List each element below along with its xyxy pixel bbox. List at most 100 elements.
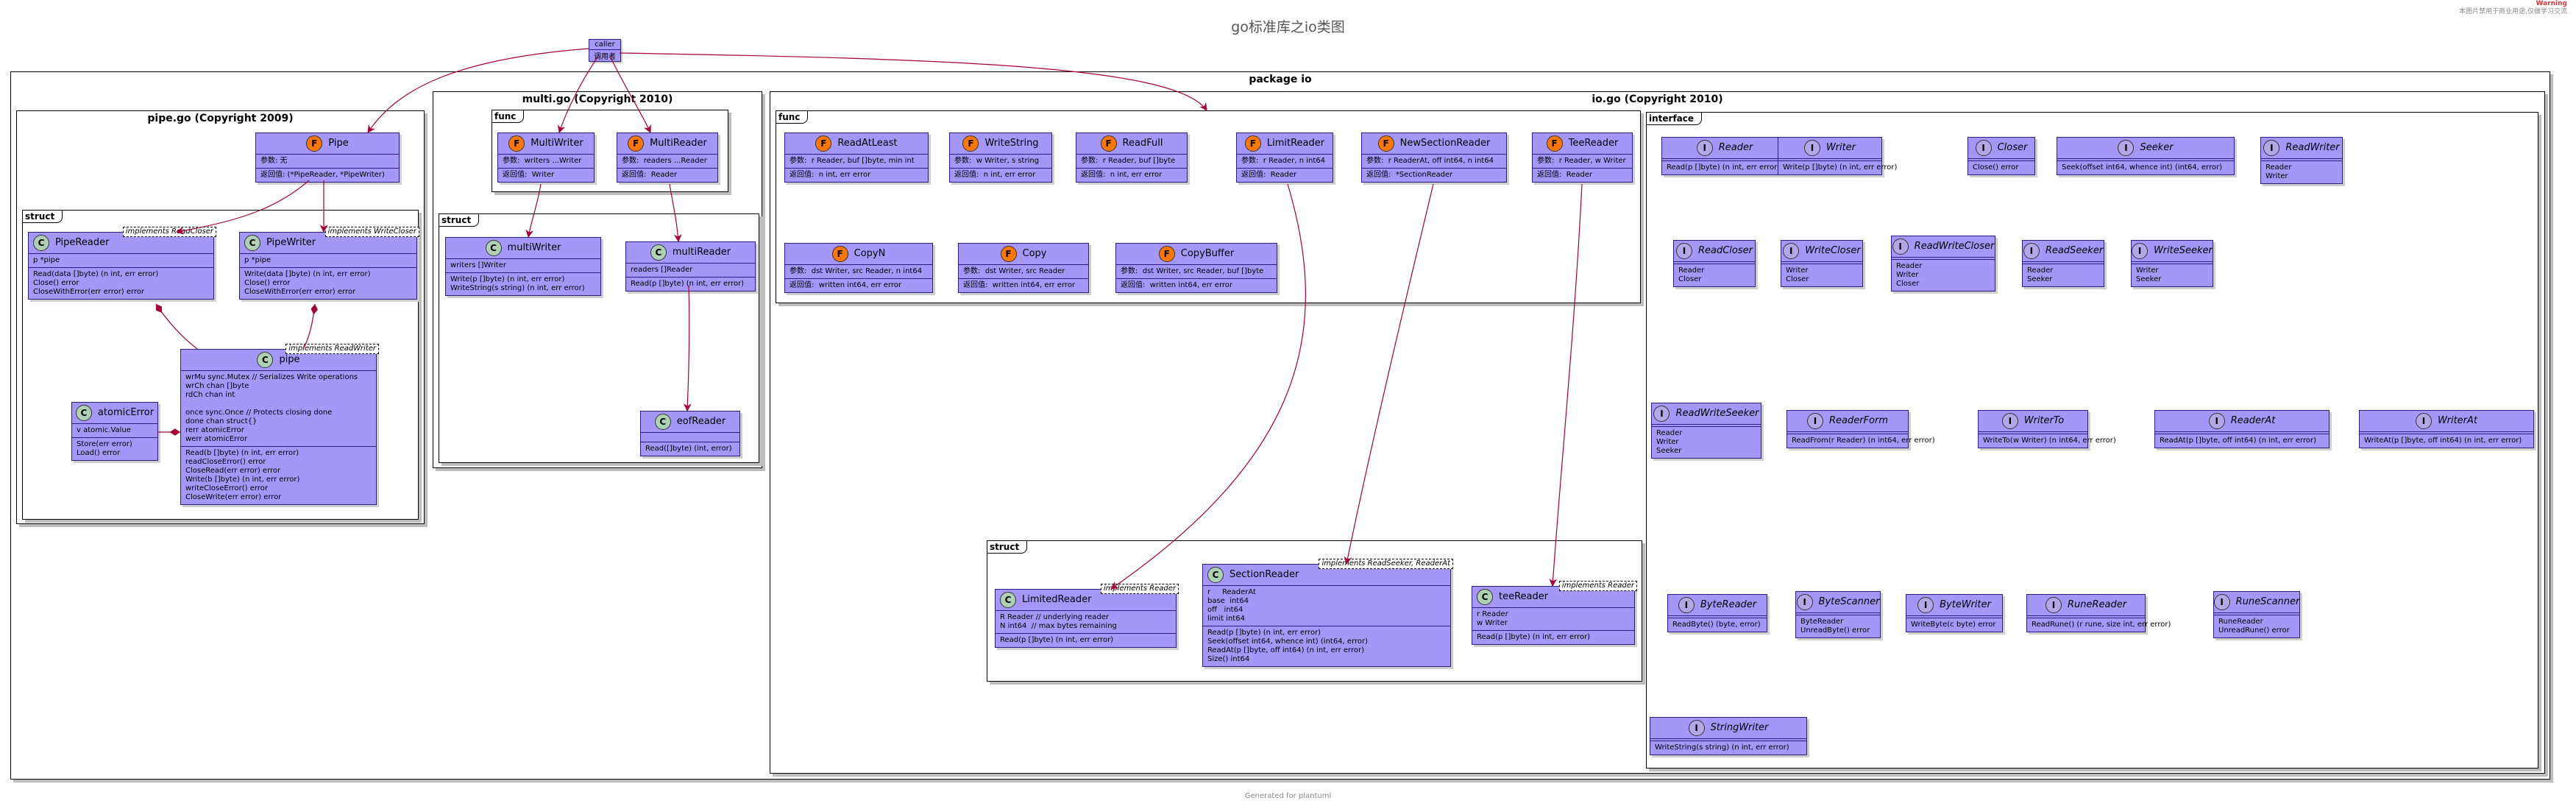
function-params: 参数: w Writer, s string	[950, 155, 1051, 169]
function-name: NewSectionReader	[1399, 138, 1491, 149]
interface-body: RuneReader UnreadRune() error	[2214, 615, 2299, 637]
interface-icon: I	[1678, 597, 1695, 613]
class-icon: C	[485, 240, 502, 256]
link-pipewriter-pipe	[302, 303, 318, 350]
function-icon: F	[1377, 135, 1394, 152]
function-name: MultiWriter	[531, 138, 583, 149]
interface-icon: I	[1975, 140, 1992, 156]
class-fields: wrMu sync.Mutex // Serializes Write oper…	[185, 373, 358, 399]
newsectionreader-function: F NewSectionReader 参数: r ReaderAt, off in…	[1361, 133, 1507, 183]
class-fields: r Reader w Writer	[1472, 608, 1634, 631]
function-params: 参数: r ReaderAt, off int64, n int64	[1362, 155, 1506, 169]
function-return: 返回值: Writer	[503, 171, 555, 179]
function-name: CopyN	[854, 248, 886, 259]
link-caller-iogo	[619, 52, 1207, 111]
function-icon: F	[306, 135, 323, 152]
function-return: 返回值: (*PipeReader, *PipeWriter)	[260, 171, 385, 179]
interface-body: Reader Writer	[2261, 160, 2342, 183]
class-name: eofReader	[676, 416, 726, 427]
interface-name: ReadWriter	[2285, 142, 2340, 153]
implements-label: implements Reader	[1558, 581, 1637, 591]
interface-name: Closer	[1997, 142, 2028, 153]
class-methods: Read(p []byte) (n int, err error) Seek(o…	[1207, 629, 1369, 663]
interface-icon: I	[1653, 406, 1670, 422]
class-methods: Read(b []byte) (n int, err error) readCl…	[185, 449, 300, 501]
class-name: LimitedReader	[1022, 594, 1092, 605]
class-methods: Read([]byte) (int, error)	[645, 445, 732, 453]
link-multireader-eof	[684, 285, 692, 412]
class-fields: p *pipe	[240, 254, 416, 268]
class-icon: C	[1477, 589, 1493, 605]
function-icon: F	[831, 246, 848, 262]
multi-go-title: multi.go (Copyright 2010)	[522, 93, 673, 105]
interface-icon: I	[2023, 243, 2040, 259]
interface-name: RuneScanner	[2235, 596, 2300, 607]
interface-icon: I	[1796, 594, 1813, 610]
class-name: PipeReader	[55, 237, 110, 248]
function-icon: F	[1100, 135, 1117, 152]
link-caller-multiwriter	[557, 57, 598, 134]
function-params: 参数: dst Writer, src Reader, n int64	[785, 265, 932, 279]
function-name: WriteString	[984, 138, 1039, 149]
interface-name: ByteReader	[1700, 599, 1757, 610]
interface-body: ByteReader UnreadByte() error	[1796, 615, 1880, 637]
io-go-title: io.go (Copyright 2010)	[1592, 93, 1723, 105]
function-params: 参数: r Reader, n int64	[1237, 155, 1333, 169]
interface-body: Writer Closer	[1781, 264, 1862, 286]
struct-tab: struct	[23, 211, 63, 223]
class-icon: C	[654, 414, 671, 430]
function-return: 返回值: written int64, err error	[963, 281, 1076, 289]
function-icon: F	[962, 135, 979, 152]
interface-body: Seek(offset int64, whence int) (int64, e…	[2057, 160, 2234, 174]
class-methods: Read(p []byte) (n int, err error)	[1000, 636, 1114, 644]
interface-body: Writer Seeker	[2132, 264, 2213, 286]
class-icon: C	[257, 352, 274, 368]
function-params: 参数: r Reader, buf []byte	[1076, 155, 1187, 169]
interface-name: WriteSeeker	[2154, 245, 2213, 256]
class-fields	[641, 433, 739, 442]
function-params: 参数: 无	[256, 155, 399, 169]
interface-icon: I	[2132, 243, 2149, 259]
function-return: 返回值: Reader	[1241, 171, 1297, 179]
class-methods: Read(p []byte) (n int, err error)	[1477, 633, 1591, 641]
footer-text: Generated for plantuml	[1244, 792, 1332, 800]
function-icon: F	[815, 135, 832, 152]
class-fields: p *pipe	[29, 254, 213, 268]
interface-icon: I	[2263, 140, 2280, 156]
function-name: TeeReader	[1568, 138, 1619, 149]
link-multireader-struct	[669, 183, 682, 243]
caller-name: caller	[589, 40, 620, 50]
function-name: Copy	[1022, 248, 1047, 259]
interface-name: WriterTo	[2023, 415, 2065, 426]
function-params: 参数: r Reader, w Writer	[1533, 155, 1632, 169]
function-return: 返回值: written int64, err error	[790, 281, 902, 289]
class-name: atomicError	[97, 407, 155, 418]
function-icon: F	[1244, 135, 1261, 152]
interface-icon: I	[2118, 140, 2135, 156]
interface-body: ReadByte() (byte, error)	[1668, 618, 1767, 632]
link-limitreader-limited	[1110, 183, 1307, 590]
interface-body: WriteByte(c byte) error	[1906, 618, 2002, 632]
interface-body: Read(p []byte) (n int, err error)	[1662, 160, 1787, 174]
interface-icon: I	[1892, 239, 1909, 255]
class-name: PipeWriter	[266, 237, 316, 248]
interface-icon: I	[1696, 140, 1713, 156]
